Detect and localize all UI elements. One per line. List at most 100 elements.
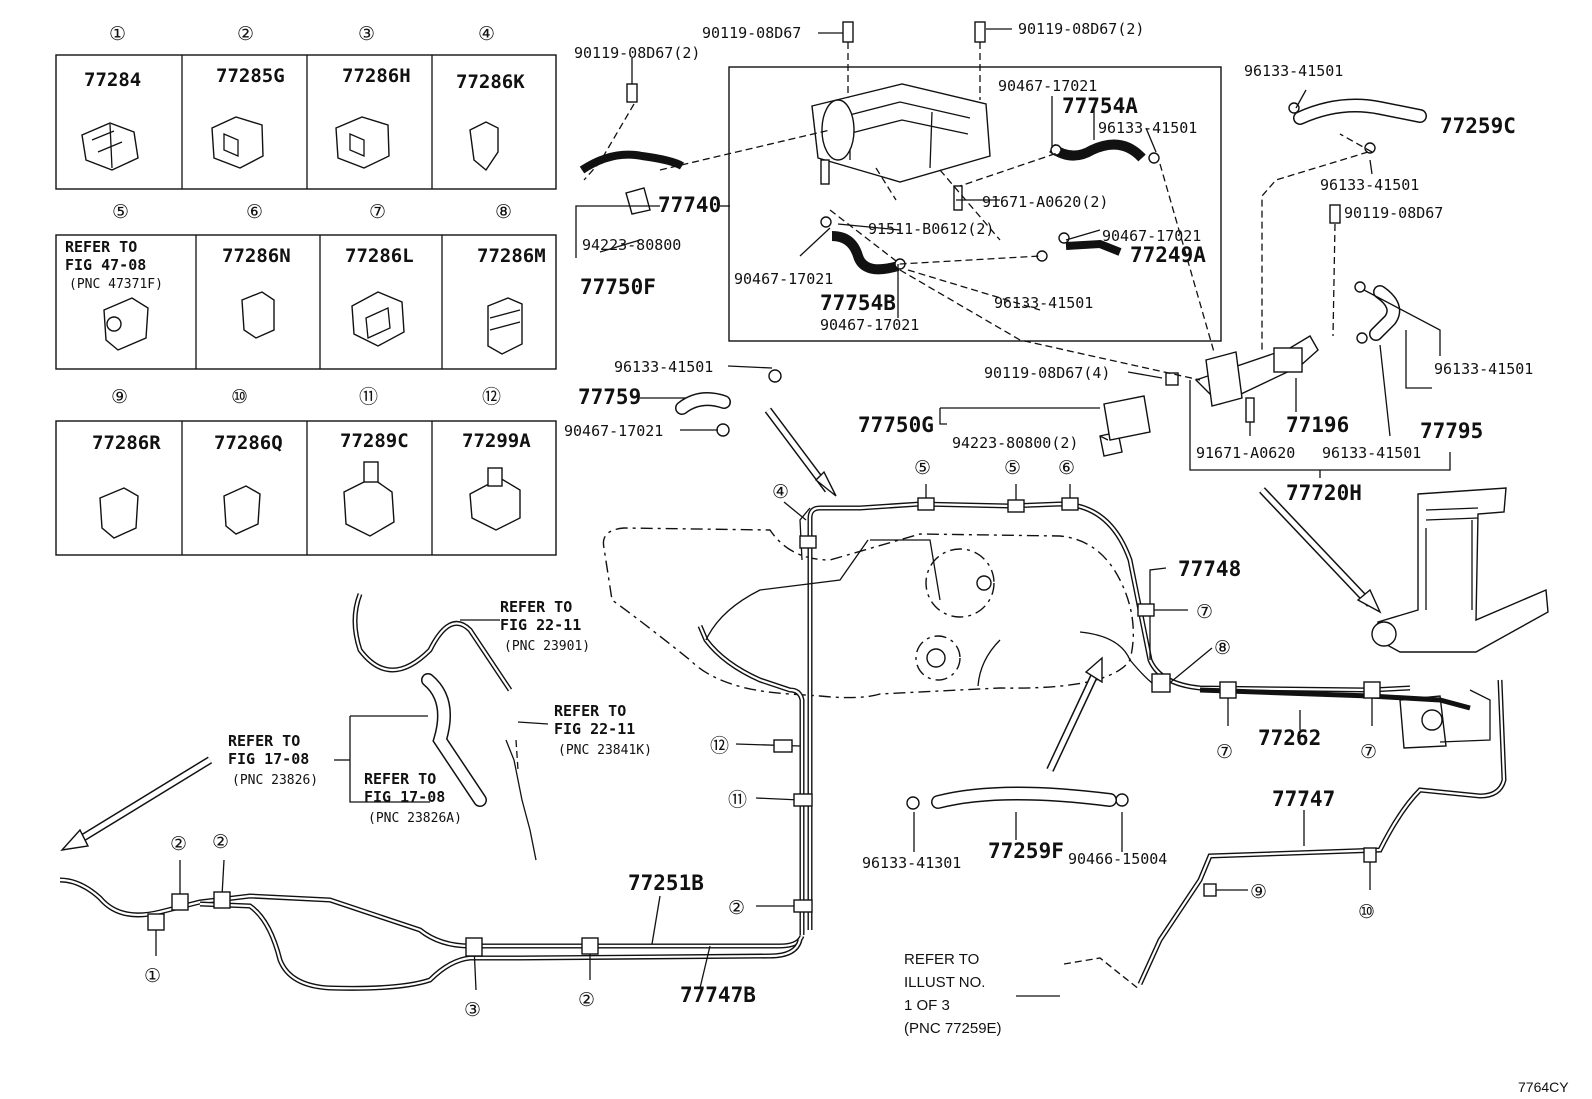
hoses xyxy=(421,98,1427,809)
clip-number: ① xyxy=(109,23,126,45)
clip-refer-fig: FIG 47-08 xyxy=(65,256,146,274)
part-number: 90467-17021 xyxy=(998,77,1097,95)
leader-lines xyxy=(334,28,1451,997)
part-number: 91671-A0620 xyxy=(1196,444,1295,462)
refer-note-line: 1 OF 3 xyxy=(904,997,950,1014)
clip-number: ③ xyxy=(358,23,375,45)
clip-refer-label: REFER TO xyxy=(65,238,137,256)
part-name: 77747B xyxy=(680,983,756,1007)
callout-1: ① xyxy=(144,965,161,987)
part-number: 94223-80800(2) xyxy=(952,434,1078,452)
callout-6: ⑥ xyxy=(1058,457,1075,479)
part-number: 90466-15004 xyxy=(1068,850,1167,868)
callout-12: ⑫ xyxy=(710,735,729,757)
part-number: 90467-17021 xyxy=(734,270,833,288)
refer-note-line: REFER TO xyxy=(364,770,436,788)
part-number: 91671-A0620(2) xyxy=(982,193,1108,211)
part-name: 77262 xyxy=(1258,726,1321,750)
callout-7: ⑦ xyxy=(1216,741,1233,763)
part-number: 96133-41301 xyxy=(862,854,961,872)
part-name: 77754A xyxy=(1062,94,1138,118)
fasteners xyxy=(579,21,1376,810)
part-number: 96133-41501 xyxy=(614,358,713,376)
part-number: 96133-41501 xyxy=(1434,360,1533,378)
part-number: 90467-17021 xyxy=(820,316,919,334)
clip-number: ⑥ xyxy=(246,201,263,223)
clip-number: ⑧ xyxy=(495,201,512,223)
clip-part-number: 77285G xyxy=(216,65,285,87)
part-number: 94223-80800 xyxy=(582,236,681,254)
callout-9: ⑨ xyxy=(1250,881,1267,903)
refer-note-line: (PNC 77259E) xyxy=(904,1020,1002,1037)
callout-11: ⑪ xyxy=(728,789,747,811)
illustration-id: 7764CY xyxy=(1518,1079,1569,1095)
clip-refer-pnc: (PNC 47371F) xyxy=(69,277,163,292)
part-number: 90467-17021 xyxy=(564,422,663,440)
callout-2: ② xyxy=(170,833,187,855)
callout-numbers: ④ ⑤ ⑤ ⑥ ⑦ ⑧ ⑦ ⑦ ⑫ ⑪ ② ② ② ② ① ③ ⑨ ⑩ xyxy=(144,457,1377,1021)
clip-part-number: 77289C xyxy=(340,430,409,452)
part-number: 90119-08D67 xyxy=(1344,204,1443,222)
filler-pipe xyxy=(1371,487,1549,749)
fuel-tank-outline xyxy=(602,527,1134,699)
part-name: 77747 xyxy=(1272,787,1335,811)
clip-part-number: 77286H xyxy=(342,65,411,87)
clip-part-number: 77286R xyxy=(92,432,161,454)
callout-2: ② xyxy=(578,989,595,1011)
part-name: 77259C xyxy=(1440,114,1516,138)
callout-leaders xyxy=(147,484,1381,991)
callout-5: ⑤ xyxy=(1004,457,1021,479)
callout-2: ② xyxy=(728,897,745,919)
part-name: 77251B xyxy=(628,871,704,895)
callout-10: ⑩ xyxy=(1358,901,1375,923)
part-number: 96133-41501 xyxy=(1098,119,1197,137)
clip-number: ⑫ xyxy=(482,386,501,408)
part-number: 96133-41501 xyxy=(1322,444,1421,462)
refer-note-line: REFER TO xyxy=(554,702,626,720)
direction-arrows xyxy=(60,407,1382,851)
refer-note-line: FIG 17-08 xyxy=(364,788,445,806)
clip-part-number: 77286K xyxy=(456,71,525,93)
callout-4: ④ xyxy=(772,481,789,503)
part-number: 90119-08D67(4) xyxy=(984,364,1110,382)
refer-note-line: FIG 17-08 xyxy=(228,750,309,768)
part-name: 77740 xyxy=(658,193,721,217)
part-name: 77750G xyxy=(858,413,934,437)
clip-table: ① ② ③ ④ 77284 77285G 77286H 77286K ⑤ ⑥ ⑦… xyxy=(55,23,557,556)
part-number: 90467-17021 xyxy=(1102,227,1201,245)
part-name: 77249A xyxy=(1130,243,1206,267)
clip-part-number: 77284 xyxy=(84,69,141,91)
clip-part-number: 77286N xyxy=(222,245,291,267)
clip-number: ④ xyxy=(478,23,495,45)
part-name: 77795 xyxy=(1420,419,1483,443)
part-name: 77720H xyxy=(1286,481,1362,505)
clip-number: ⑩ xyxy=(231,386,248,408)
part-name: 77750F xyxy=(580,275,656,299)
bracket-77750G xyxy=(1103,395,1151,441)
part-name: 77754B xyxy=(820,291,896,315)
refer-note-line: (PNC 23901) xyxy=(504,639,590,654)
bracket-77720H xyxy=(1194,335,1319,407)
clip-part-number: 77299A xyxy=(462,430,531,452)
clip-part-number: 77286M xyxy=(477,245,546,267)
clip-part-number: 77286Q xyxy=(214,432,283,454)
clip-number: ⑤ xyxy=(112,201,129,223)
refer-note-line: REFER TO xyxy=(228,732,300,750)
clip-number: ⑨ xyxy=(111,386,128,408)
callout-7: ⑦ xyxy=(1360,741,1377,763)
part-number: 96133-41501 xyxy=(1244,62,1343,80)
canister-assembly xyxy=(728,66,1222,342)
part-name: 77759 xyxy=(578,385,641,409)
callout-8: ⑧ xyxy=(1214,637,1231,659)
clip-drawing xyxy=(81,116,523,539)
clip-number: ② xyxy=(237,23,254,45)
callout-7: ⑦ xyxy=(1196,601,1213,623)
part-name: 77748 xyxy=(1178,557,1241,581)
reference-notes: REFER TO FIG 22-11 (PNC 23901) REFER TO … xyxy=(228,598,1002,1037)
part-number: 90119-08D67 xyxy=(702,24,801,42)
refer-note-line: ILLUST NO. xyxy=(904,974,985,991)
callout-5: ⑤ xyxy=(914,457,931,479)
part-number: 91511-B0612(2) xyxy=(868,220,994,238)
clip-number: ⑦ xyxy=(369,201,386,223)
part-number: 90119-08D67(2) xyxy=(574,44,700,62)
